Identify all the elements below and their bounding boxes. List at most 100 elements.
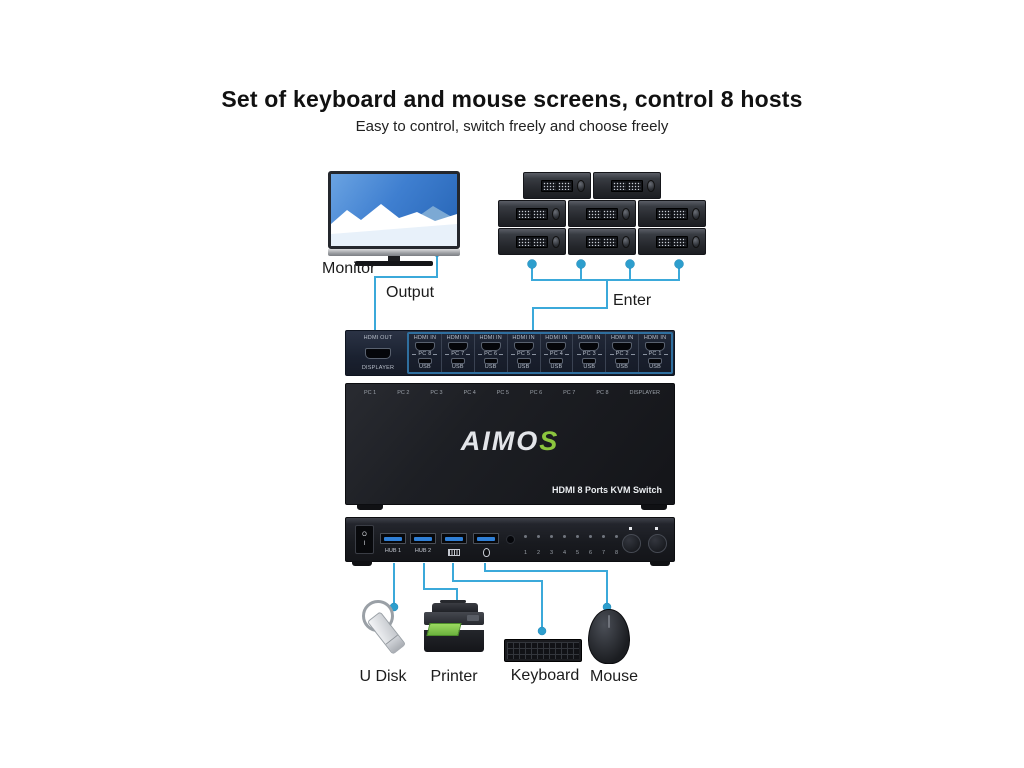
host-knob (552, 235, 560, 248)
port-group-pc3: HDMI IN PC 3 USB (573, 334, 607, 372)
hdmi-in-port (480, 341, 501, 351)
hdmi-in-port (645, 341, 666, 351)
page-subtitle: Easy to control, switch freely and choos… (355, 118, 669, 135)
led-8: 8 (610, 535, 623, 559)
pc-label: PC 3 (582, 351, 596, 357)
hdmi-in-label: HDMI IN (413, 335, 437, 341)
led-6: 6 (584, 535, 597, 559)
hdmi-in-label: HDMI IN (545, 335, 568, 341)
keyboard-usb-port (441, 533, 467, 544)
usb-label: USB (649, 364, 662, 370)
front-port-labels: PC 1 PC 2 PC 3 PC 4 PC 5 PC 6 PC 7 PC 8 … (346, 390, 674, 396)
front-label-pc2: PC 2 (397, 390, 410, 396)
page-title: Set of keyboard and mouse screens, contr… (221, 86, 803, 112)
monitor-stand-base (355, 261, 433, 266)
monitor-stand-neck (388, 256, 400, 261)
enter-dot-4 (674, 259, 684, 269)
host-knob (552, 207, 560, 220)
hdmi-in-label: HDMI IN (446, 335, 470, 341)
hub1-usb-port (380, 533, 406, 544)
port-group-pc4: HDMI IN PC 4 USB (541, 334, 574, 372)
port-group-pc2: HDMI IN PC 2 USB (606, 334, 640, 372)
panel-foot-right (650, 561, 670, 566)
usb-label: USB (418, 364, 431, 370)
led-2: 2 (532, 535, 545, 559)
front-label-pc6: PC 6 (529, 390, 543, 396)
pc-label: PC 7 (451, 351, 465, 357)
power-on-mark: I (363, 541, 366, 547)
port-group-pc5: HDMI IN PC 5 USB (508, 334, 541, 372)
front-label-displayer: DISPLAYER (629, 390, 660, 396)
aimos-logo: AIMOS (346, 426, 674, 457)
prev-select-button (622, 534, 641, 553)
hdmi-out-section: HDMI OUT DISPLAYER (351, 334, 405, 372)
usb-port (615, 357, 630, 364)
pc-label: PC 6 (484, 351, 498, 357)
hdmi-in-label: HDMI IN (479, 335, 502, 341)
hub2-label: HUB 2 (414, 548, 432, 554)
kvm-front-panel: O I HUB 1 HUB 2 1 2 3 4 5 6 7 8 (345, 517, 675, 562)
led-1: 1 (519, 535, 532, 559)
enter-label: Enter (613, 292, 652, 309)
monitor-image (328, 171, 460, 266)
pc-label: PC 2 (615, 351, 629, 357)
udisk-image (356, 598, 414, 660)
printer-label: Printer (430, 668, 478, 685)
hdmi-in-label: HDMI IN (578, 335, 601, 341)
ir-receiver (506, 535, 515, 544)
host-knob (622, 235, 630, 248)
mountain-wallpaper (331, 204, 457, 246)
host-box-3 (498, 200, 566, 227)
hdmi-in-port (579, 341, 600, 351)
usb-port (417, 357, 432, 364)
mouse-usb-port (473, 533, 499, 544)
pc-label: PC 1 (648, 351, 662, 357)
printer-wire (423, 563, 458, 605)
usb-label: USB (583, 364, 596, 370)
usb-label: USB (517, 364, 530, 370)
enter-dot-2 (576, 259, 586, 269)
keyboard-image (504, 639, 582, 662)
hdmi-in-port (612, 341, 633, 351)
port-group-pc1: HDMI IN PC 1 USB (639, 334, 671, 372)
host-box-5 (638, 200, 706, 227)
mouse-icon (473, 548, 499, 559)
pc-label: PC 4 (549, 351, 563, 357)
host-knob (622, 207, 630, 220)
front-label-pc4: PC 4 (463, 390, 476, 396)
host-box-6 (498, 228, 566, 255)
power-symbol: O (362, 532, 367, 538)
pc-label: PC 5 (517, 351, 531, 357)
next-button-mark (655, 527, 658, 530)
monitor-label: Monitor (322, 260, 376, 277)
mouse-wire (484, 563, 608, 605)
host-box-8 (638, 228, 706, 255)
keyboard-label: Keyboard (510, 667, 580, 684)
mouse-label: Mouse (589, 668, 639, 685)
led-3: 3 (545, 535, 558, 559)
device-foot-left (357, 505, 383, 510)
hdmi-in-label: HDMI IN (610, 335, 634, 341)
hdmi-in-section: HDMI IN PC 8 USB HDMI IN PC 7 USB HDMI I… (407, 332, 673, 374)
keyboard-keys (507, 642, 579, 659)
led-5: 5 (571, 535, 584, 559)
device-foot-right (641, 505, 667, 510)
host-box-2 (593, 172, 661, 199)
panel-foot-left (352, 561, 372, 566)
keyboard-icon (441, 549, 467, 558)
usb-port (582, 357, 597, 364)
hub1-label: HUB 1 (384, 548, 402, 554)
usb-label: USB (484, 364, 497, 370)
hdmi-in-label: HDMI IN (643, 335, 667, 341)
led-4: 4 (558, 535, 571, 559)
enter-dot-1 (527, 259, 537, 269)
enter-dot-3 (625, 259, 635, 269)
host-knob (577, 179, 585, 192)
hdmi-in-port (447, 341, 468, 351)
usb-port (549, 357, 564, 364)
output-label: Output (386, 284, 435, 301)
brand-accent: S (539, 426, 560, 456)
usb-label: USB (451, 364, 464, 370)
next-select-button (648, 534, 667, 553)
host-box-4 (568, 200, 636, 227)
